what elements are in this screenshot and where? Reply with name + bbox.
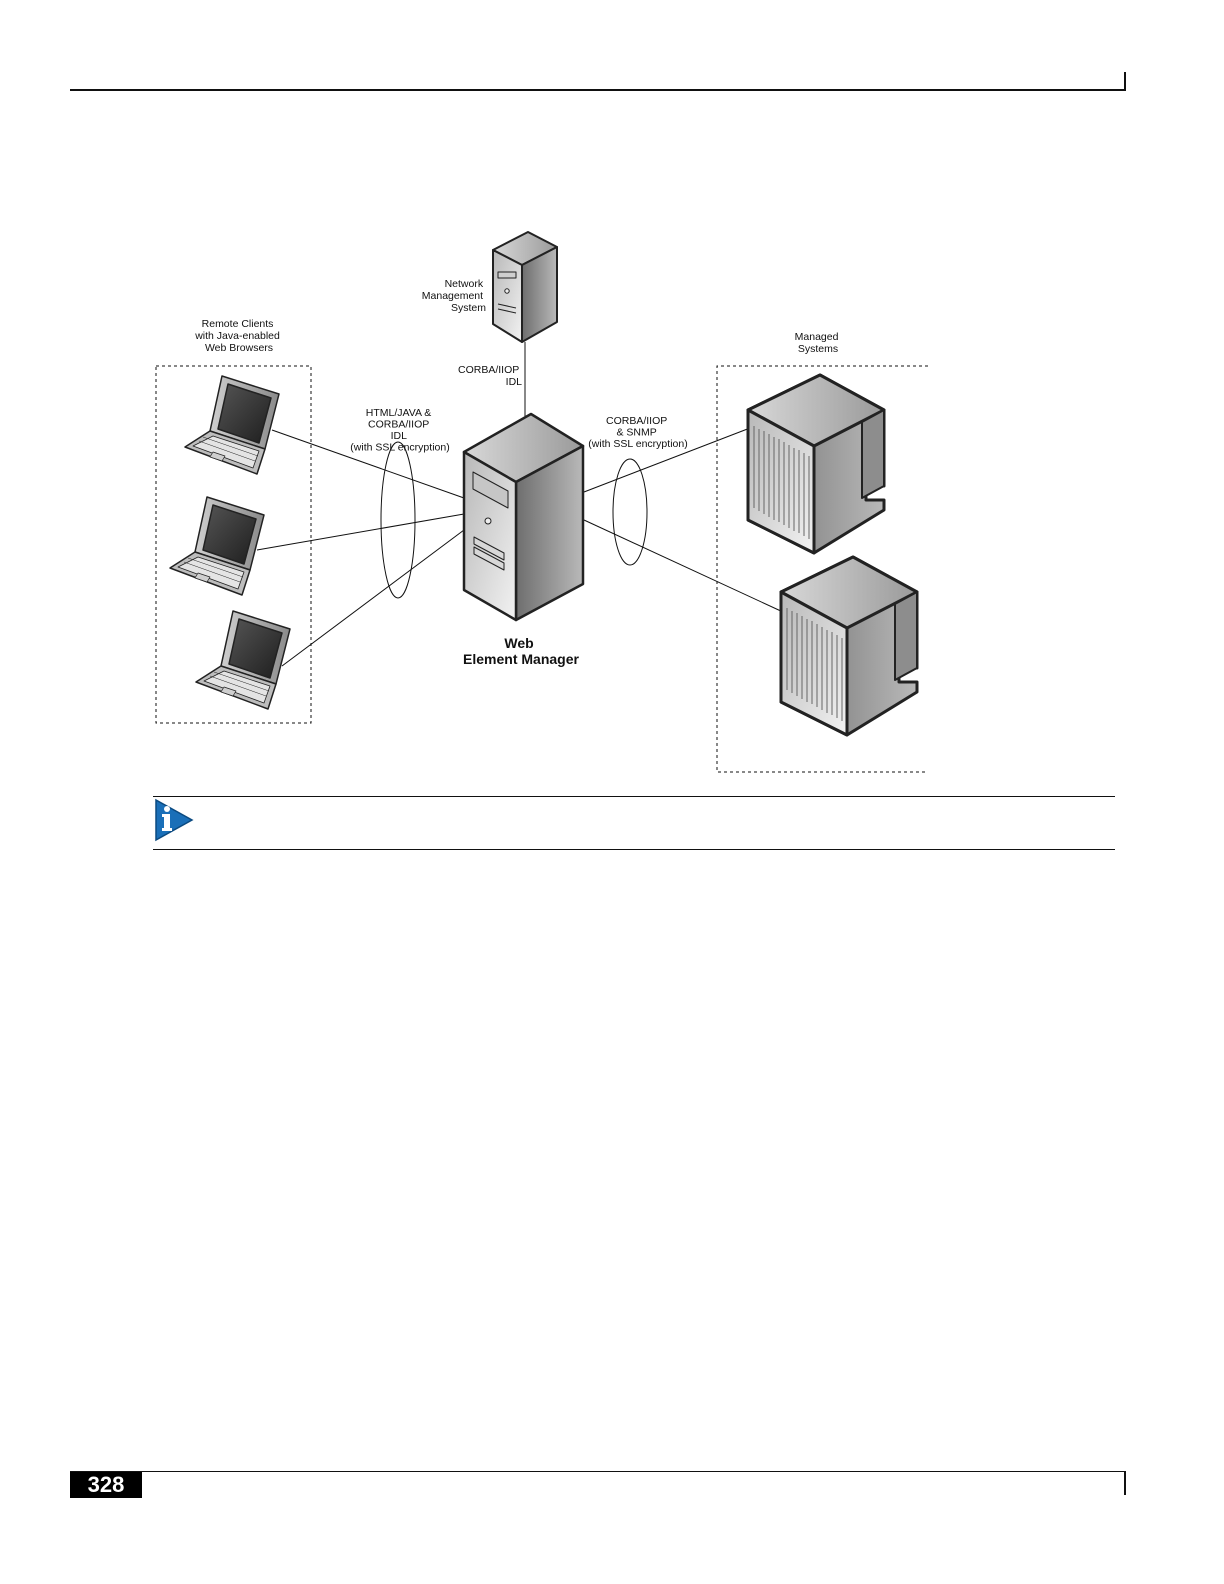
page-number: 328	[70, 1472, 142, 1498]
client-link-label: HTML/JAVA & CORBA/IIOP IDL (with SSL enc…	[350, 407, 449, 454]
nms-label: Network Management System	[422, 278, 486, 314]
web-element-manager-label: Web Element Manager	[463, 635, 579, 667]
managed-system-chassis-icon-2	[781, 557, 917, 735]
network-diagram: Network Management System CORBA/IIOP IDL…	[0, 0, 1224, 900]
info-icon	[154, 798, 196, 842]
client-link-ellipse	[381, 442, 415, 598]
managed-label: Managed Systems	[795, 331, 842, 355]
link-client-2	[257, 514, 464, 550]
laptop-icon-2	[170, 497, 264, 595]
managed-link-label: CORBA/IIOP & SNMP (with SSL encryption)	[588, 415, 687, 450]
managed-system-chassis-icon-1	[748, 375, 884, 553]
managed-link-ellipse	[613, 459, 647, 565]
note-top-rule	[153, 796, 1115, 797]
web-element-manager-server-icon	[464, 414, 583, 620]
clients-label: Remote Clients with Java-enabled Web Bro…	[194, 318, 283, 354]
note-bottom-rule	[153, 849, 1115, 850]
nms-link-label: CORBA/IIOP IDL	[458, 364, 522, 388]
link-managed-2	[584, 520, 783, 612]
footer-rule	[70, 1471, 1126, 1472]
link-client-1	[272, 430, 464, 498]
footer-rule-tick	[1124, 1471, 1126, 1495]
link-client-3	[282, 530, 464, 666]
laptop-icon-1	[185, 376, 279, 474]
nms-server-icon	[493, 232, 557, 342]
laptop-icon-3	[196, 611, 290, 709]
